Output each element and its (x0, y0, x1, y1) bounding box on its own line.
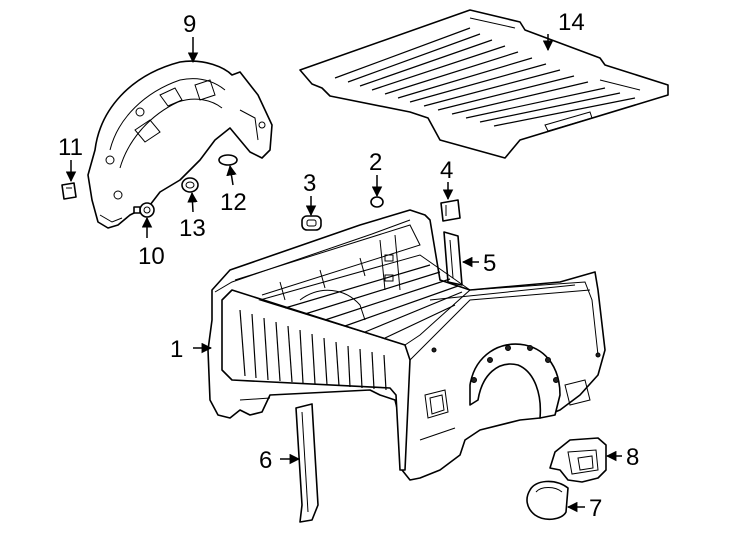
callout-1: 1 (170, 336, 183, 363)
grommet-part-3 (301, 215, 322, 231)
panel-part-5 (443, 231, 463, 286)
callout-8: 8 (626, 444, 639, 471)
callout-10: 10 (138, 243, 165, 270)
rail-strip-part-6 (295, 403, 319, 523)
pickup-box (207, 209, 606, 481)
callout-7: 7 (589, 495, 602, 522)
callout-3: 3 (303, 170, 316, 197)
callout-12: 12 (220, 189, 247, 216)
leader-lines (65, 34, 622, 513)
callout-4: 4 (440, 157, 453, 184)
fuel-door-part-7 (526, 480, 569, 521)
wheelhouse-liner (87, 60, 273, 229)
grommet-part-13 (181, 177, 199, 193)
clip-part-11 (61, 182, 77, 200)
bed-mat (299, 9, 669, 159)
callout-13: 13 (179, 215, 206, 242)
plug-part-12 (218, 154, 238, 166)
bracket-part-4 (440, 199, 461, 222)
callout-6: 6 (259, 447, 272, 474)
callout-labels: 9 14 11 12 13 10 2 3 4 5 1 6 8 7 (58, 9, 639, 522)
callout-9: 9 (183, 11, 196, 38)
bracket-part-8 (549, 437, 607, 483)
callout-14: 14 (558, 9, 585, 36)
callout-5: 5 (483, 250, 496, 277)
callout-11: 11 (58, 134, 83, 161)
callout-2: 2 (369, 149, 382, 176)
plug-part-2 (370, 196, 384, 208)
